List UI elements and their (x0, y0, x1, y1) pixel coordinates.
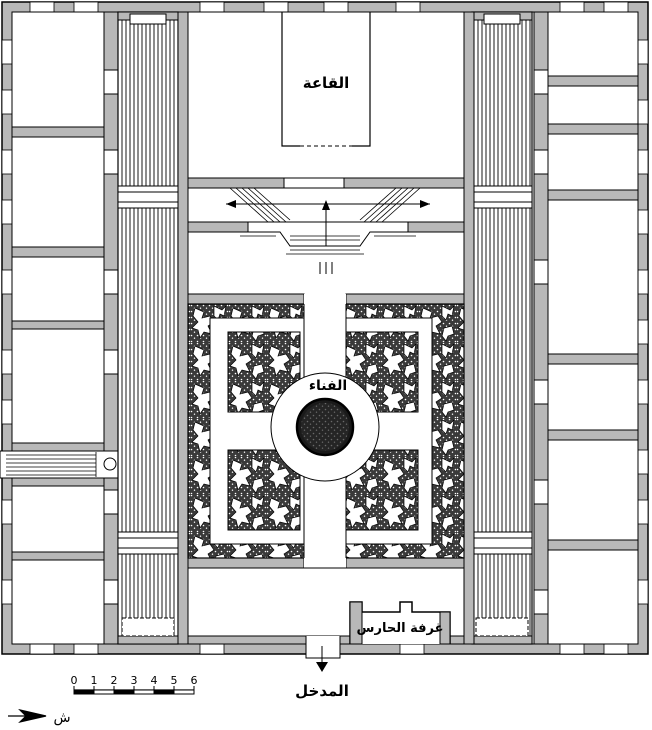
courtyard (187, 294, 465, 568)
central-stairs (187, 187, 465, 274)
scale-bar (73, 686, 195, 695)
left-colonnade (117, 11, 179, 645)
scale-tick-label: 1 (91, 674, 98, 687)
left-staircase (0, 450, 119, 479)
scale-tick-label: 5 (171, 674, 178, 687)
scale-bar-ticks: 0 1 2 3 4 5 6 (71, 674, 198, 687)
hall-label: القاعة (303, 74, 350, 92)
courtyard-label: الفناء (309, 378, 347, 394)
right-colonnade (471, 11, 533, 645)
guard-room-label: غرفة الحارس (357, 621, 444, 636)
left-rooms (11, 11, 119, 645)
colonnade-piers (121, 13, 529, 637)
scale-tick-label: 4 (151, 674, 158, 687)
scale-tick-label: 6 (191, 674, 198, 687)
hall (187, 11, 465, 179)
guard-room (349, 601, 451, 645)
entrance-label: المدخل (295, 682, 349, 700)
outer-windows (1, 1, 649, 655)
scale-tick-label: 2 (111, 674, 118, 687)
north-label: ش (53, 710, 70, 726)
north-arrow-icon: ش (8, 708, 71, 726)
plan-labels: القاعة الفناء غرفة الحارس المدخل (295, 74, 443, 700)
right-rooms (533, 11, 639, 645)
scale-tick-label: 3 (131, 674, 138, 687)
scale-tick-label: 0 (71, 674, 78, 687)
